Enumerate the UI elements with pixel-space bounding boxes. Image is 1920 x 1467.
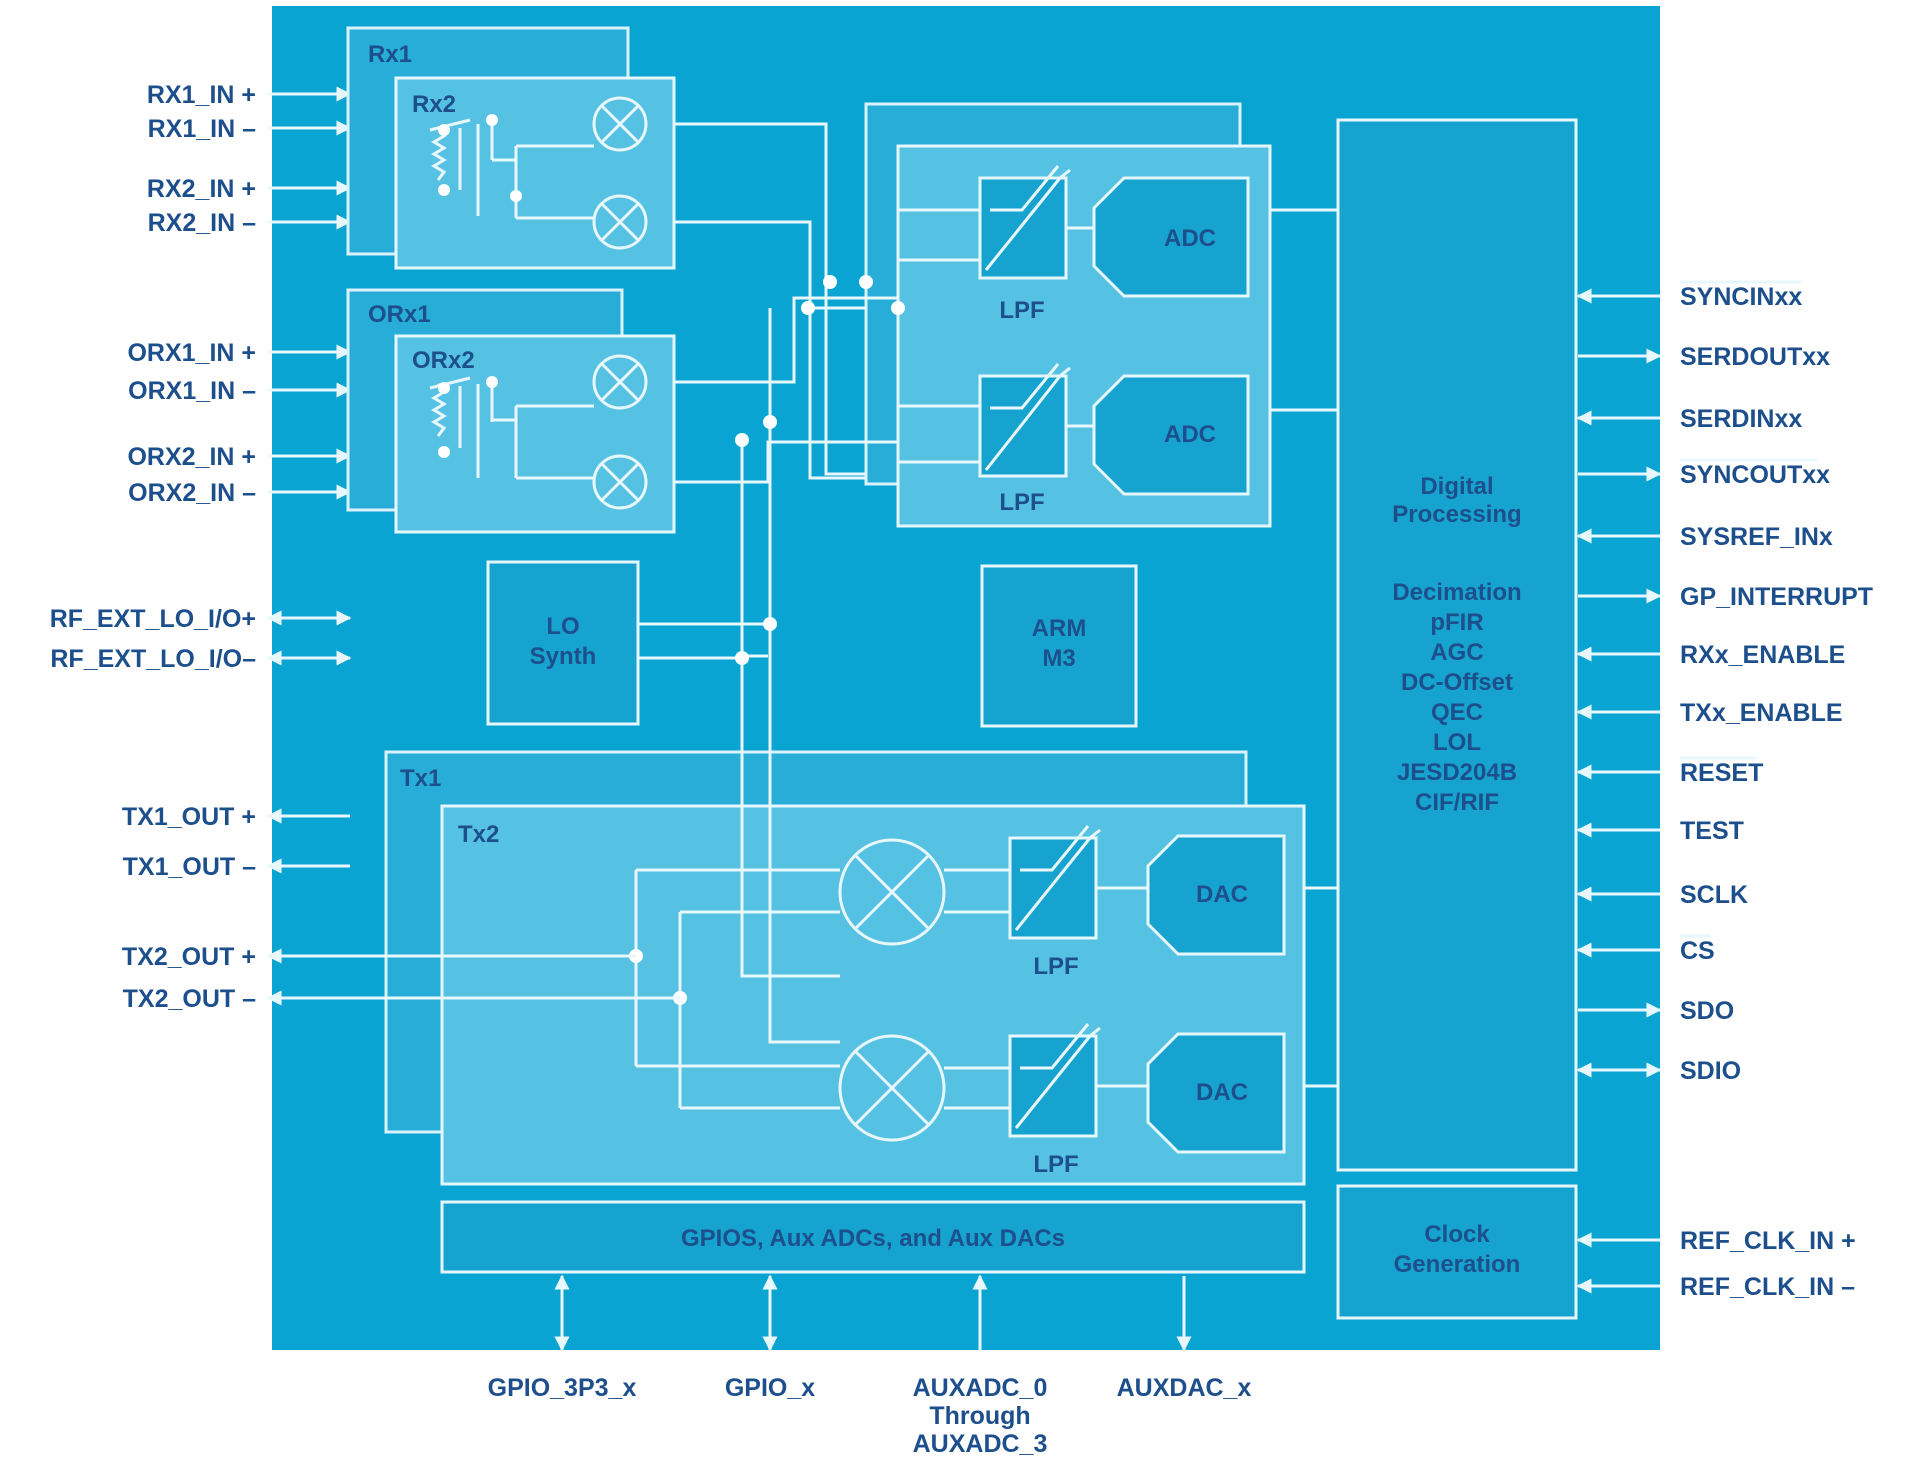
pin-label-tx1n: TX1_OUT – — [123, 853, 256, 881]
tx-output-wiring — [280, 954, 680, 1000]
digital-processing-box — [1336, 118, 1578, 1172]
pin-label-lon: RF_EXT_LO_I/O– — [50, 645, 256, 673]
tx-mixer-q-icon — [838, 1034, 946, 1142]
gpio-bar-label: GPIOS, Aux ADCs, and Aux DACs — [681, 1225, 1065, 1252]
pin-label-auxdac: AUXDAC_x — [1117, 1374, 1252, 1402]
pin-label-serdout: SERDOUTxx — [1680, 343, 1830, 371]
pin-label-txen: TXx_ENABLE — [1680, 699, 1843, 727]
pin-label-tx2p: TX2_OUT + — [122, 943, 256, 971]
arm-label-1: ARM — [1032, 615, 1087, 642]
adc-1-label: ADC — [1164, 225, 1216, 252]
pin-label-gpint: GP_INTERRUPT — [1680, 583, 1873, 611]
gpio-bar: GPIOS, Aux ADCs, and Aux DACs — [440, 1200, 1306, 1274]
lpf-rx-1-label: LPF — [999, 297, 1044, 324]
adc-1-shape — [1092, 176, 1250, 298]
arm-block: ARM M3 — [980, 564, 1138, 728]
dp-title-1: Digital — [1420, 473, 1493, 500]
pin-label-gpio: GPIO_x — [725, 1374, 815, 1402]
pin-arrows — [266, 86, 1662, 1352]
pin-label-sdio: SDIO — [1680, 1057, 1741, 1085]
dac-1-label: DAC — [1196, 881, 1248, 908]
dp-item-cif-rif: CIF/RIF — [1415, 789, 1499, 816]
dac-2-shape — [1146, 1032, 1286, 1154]
pin-label-tx1p: TX1_OUT + — [122, 803, 256, 831]
rx-mixer-q-icon — [592, 194, 648, 250]
pin-label-rx1p: RX1_IN + — [147, 81, 256, 109]
pin-label-syncout: SYNCOUTxx — [1680, 461, 1830, 489]
dp-item-lol: LOL — [1433, 729, 1481, 756]
lo-synth-block: LO Synth — [486, 560, 640, 726]
dac-1-shape — [1146, 834, 1286, 956]
orx-block: ORx1 ORx2 — [346, 288, 676, 534]
lpf-tx-2-label: LPF — [1033, 1151, 1078, 1178]
orx-mixer-i-icon — [592, 354, 648, 410]
gpio-bar-box — [440, 1200, 1306, 1274]
tx-block: Tx1 Tx2 LPF LPF DAC DAC — [384, 750, 1306, 1186]
tx-mixer-i-icon — [838, 838, 946, 946]
tx2-label: Tx2 — [458, 821, 499, 848]
pin-label-auxadc: AUXADC_0 — [913, 1374, 1048, 1402]
rx-mixer-i-icon — [592, 96, 648, 152]
pin-label-orx2n: ORX2_IN – — [128, 479, 256, 507]
pin-label-refn: REF_CLK_IN – — [1680, 1273, 1855, 1301]
dac-2-label: DAC — [1196, 1079, 1248, 1106]
pin-label-gpio3p3: GPIO_3P3_x — [488, 1374, 637, 1402]
rx-attenuator-icon — [431, 127, 447, 181]
pin-label-serdin: SERDINxx — [1680, 405, 1802, 433]
pin-label-orx2p: ORX2_IN + — [127, 443, 256, 471]
dp-item-pfir: pFIR — [1430, 609, 1483, 636]
dp-item-decimation: Decimation — [1392, 579, 1521, 606]
pin-label-rx2n: RX2_IN – — [148, 209, 256, 237]
adc-block: LPF ADC LPF ADC — [864, 102, 1272, 528]
tx1-label: Tx1 — [400, 765, 441, 792]
pin-label-rx1n: RX1_IN – — [148, 115, 256, 143]
digital-processing-block: Digital Processing Decimation pFIR AGC D… — [1336, 118, 1578, 1320]
clock-title-2: Generation — [1394, 1251, 1521, 1278]
pin-labels: RX1_IN + RX1_IN – RX2_IN + RX2_IN – ORX1_IN … — [50, 81, 1873, 1458]
pin-label-sysref: SYSREF_INx — [1680, 523, 1833, 551]
clock-title-1: Clock — [1424, 1221, 1490, 1248]
lo-synth-label-2: Synth — [530, 643, 597, 670]
orx-mixer-q-icon — [592, 454, 648, 510]
orx1-label: ORx1 — [368, 301, 431, 328]
orx2-box — [394, 334, 676, 534]
adc-2-label: ADC — [1164, 421, 1216, 448]
pin-label-lop: RF_EXT_LO_I/O+ — [50, 605, 256, 633]
rx2-label: Rx2 — [412, 91, 456, 118]
pin-label-sclk: SCLK — [1680, 881, 1748, 909]
pin-label-auxadc-3: AUXADC_3 — [913, 1430, 1048, 1458]
rx-block: Rx1 Rx2 — [346, 26, 676, 270]
pin-label-cs: CS — [1680, 937, 1715, 965]
pin-label-tx2n: TX2_OUT – — [123, 985, 256, 1013]
clock-generation-box — [1336, 1184, 1578, 1320]
dp-item-agc: AGC — [1430, 639, 1483, 666]
dp-item-qec: QEC — [1431, 699, 1483, 726]
pin-label-auxadc-2: Through — [929, 1402, 1030, 1430]
rx1-label: Rx1 — [368, 41, 412, 68]
lo-synth-label-1: LO — [546, 613, 579, 640]
pin-label-sdo: SDO — [1680, 997, 1734, 1025]
lpf-rx-2-label: LPF — [999, 489, 1044, 516]
orx-attenuator-icon — [431, 383, 447, 437]
lo-synth-box — [486, 560, 640, 726]
internal-wiring — [438, 114, 1338, 1088]
pin-label-rx2p: RX2_IN + — [147, 175, 256, 203]
lpf-tx-1-label: LPF — [1033, 953, 1078, 980]
arm-box — [980, 564, 1138, 728]
dp-item-dc-offset: DC-Offset — [1401, 669, 1513, 696]
pin-label-rxen: RXx_ENABLE — [1680, 641, 1845, 669]
pin-label-orx1n: ORX1_IN – — [128, 377, 256, 405]
pin-label-syncin: SYNCINxx — [1680, 283, 1802, 311]
arm-label-2: M3 — [1042, 645, 1075, 672]
adc-2-shape — [1092, 374, 1250, 496]
orx2-label: ORx2 — [412, 347, 475, 374]
dp-title-2: Processing — [1392, 501, 1521, 528]
dp-item-jesd204b: JESD204B — [1397, 759, 1517, 786]
pin-label-test: TEST — [1680, 817, 1744, 845]
pin-label-refp: REF_CLK_IN + — [1680, 1227, 1856, 1255]
pin-label-orx1p: ORX1_IN + — [127, 339, 256, 367]
pin-label-reset: RESET — [1680, 759, 1763, 787]
